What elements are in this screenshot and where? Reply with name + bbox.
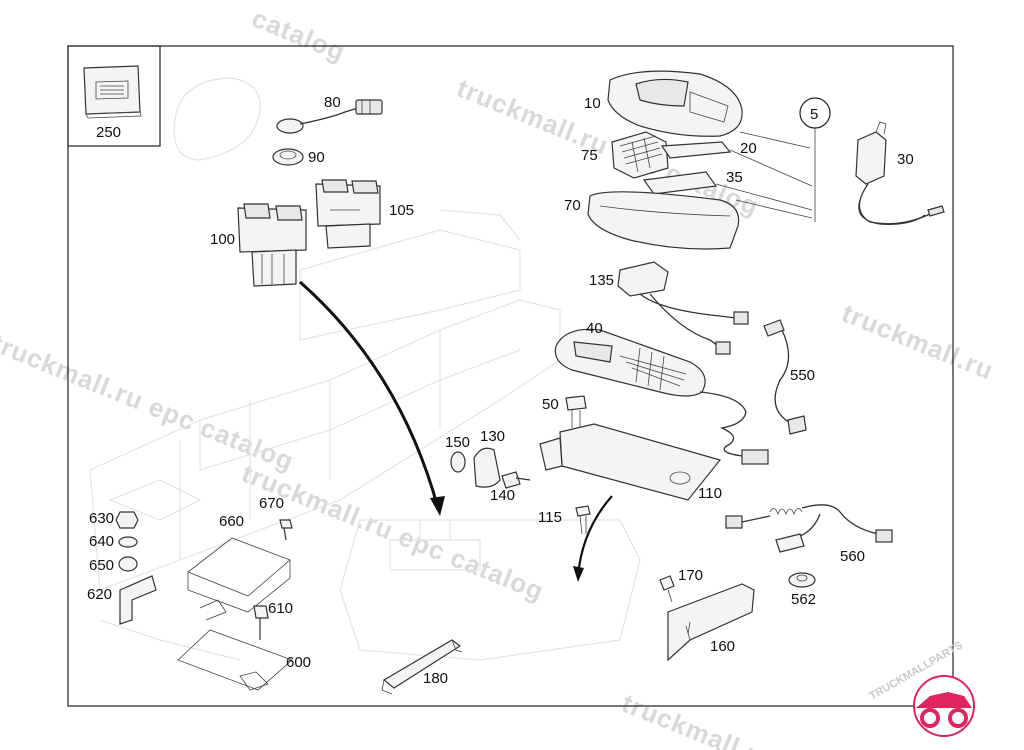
mount-plates-part — [177, 537, 293, 691]
label-250: 250 — [96, 124, 121, 141]
washer-640-part — [118, 536, 138, 548]
clip-150-part — [450, 451, 466, 473]
label-115: 115 — [538, 509, 562, 526]
assembly-arrow-100 — [299, 280, 440, 509]
label-150: 150 — [445, 434, 470, 451]
label-30: 30 — [897, 151, 914, 168]
label-80: 80 — [324, 94, 341, 111]
assembly-arrowhead-100 — [430, 496, 445, 516]
label-170: 170 — [678, 567, 703, 584]
label-630: 630 — [89, 510, 114, 527]
label-140: 140 — [490, 487, 515, 504]
cover-160-part — [667, 583, 755, 662]
label-5: 5 — [810, 106, 818, 123]
gasket-35-part — [642, 171, 718, 195]
label-90: 90 — [308, 149, 325, 166]
screw-115-part — [575, 505, 591, 535]
bolt-50-part — [565, 395, 587, 428]
bracket-620-part — [119, 575, 157, 625]
bracket-130-part — [473, 447, 501, 488]
label-105: 105 — [389, 202, 414, 219]
label-40: 40 — [586, 320, 603, 337]
console-ghost — [89, 209, 641, 661]
connector-box-part — [617, 261, 749, 355]
switch-105-part — [315, 179, 381, 249]
label-610: 610 — [268, 600, 293, 617]
booklet-box — [67, 45, 161, 147]
switch-100-part — [237, 203, 307, 287]
mirror-ghost — [173, 77, 261, 161]
label-100: 100 — [210, 231, 235, 248]
watermark-text-3: truckmall.ru epc catalog — [0, 328, 299, 477]
watermark-text-5: truckmall.ru — [838, 298, 998, 386]
bracket-180-part — [381, 639, 463, 695]
label-670: 670 — [259, 495, 284, 512]
label-35: 35 — [726, 169, 743, 186]
assembly-arrow-115 — [576, 495, 613, 577]
phone-top-unit-part — [607, 70, 743, 137]
label-550: 550 — [790, 367, 815, 384]
label-600: 600 — [286, 654, 311, 671]
stud-610-part — [253, 605, 269, 640]
operator-booklet-part — [83, 65, 142, 119]
screw-140-part — [501, 471, 531, 489]
label-620: 620 — [87, 586, 112, 603]
watermark-layer: catalog truckmall.ru epc catalog truckma… — [0, 3, 998, 750]
ring-part — [272, 148, 304, 166]
watermark-text-1: catalog — [248, 3, 350, 68]
label-560: 560 — [840, 548, 865, 565]
screw-170-part — [659, 575, 675, 603]
bracket-plate-part — [539, 423, 722, 501]
cable-550-part — [763, 319, 807, 435]
holder-70-part — [587, 191, 740, 250]
sensor-560-part — [725, 504, 893, 553]
grommet-562-part — [788, 572, 816, 588]
callout-labels: 250 80 90 10 5 30 75 20 35 70 105 100 13… — [87, 94, 914, 687]
label-650: 650 — [89, 557, 114, 574]
label-180: 180 — [423, 670, 448, 687]
label-660: 660 — [219, 513, 244, 530]
label-640: 640 — [89, 533, 114, 550]
label-10: 10 — [584, 95, 601, 112]
assembly-arrowhead-115 — [573, 566, 584, 582]
label-20: 20 — [740, 140, 757, 157]
callout-circle-5 — [799, 97, 831, 129]
nut-630-part — [115, 511, 139, 529]
watermark-text-6: truckmall.ru — [618, 688, 778, 750]
gasket-20-part — [660, 141, 732, 159]
label-562: 562 — [791, 591, 816, 608]
leader-lines-5 — [715, 131, 813, 219]
keypad-cover-part — [611, 131, 669, 179]
label-130: 130 — [480, 428, 505, 445]
charger-part — [855, 121, 945, 225]
handset-part — [554, 328, 769, 465]
washer-650-part — [118, 556, 138, 572]
truckmall-logo: TRUCKMALLPARTS — [868, 639, 975, 737]
label-50: 50 — [542, 396, 559, 413]
label-110: 110 — [698, 485, 722, 502]
sensor-part — [276, 99, 383, 134]
label-135: 135 — [589, 272, 614, 289]
fastener-670-part — [279, 519, 293, 541]
label-160: 160 — [710, 638, 735, 655]
label-70: 70 — [564, 197, 581, 214]
label-75: 75 — [581, 147, 598, 164]
diagram-frame — [67, 45, 954, 707]
